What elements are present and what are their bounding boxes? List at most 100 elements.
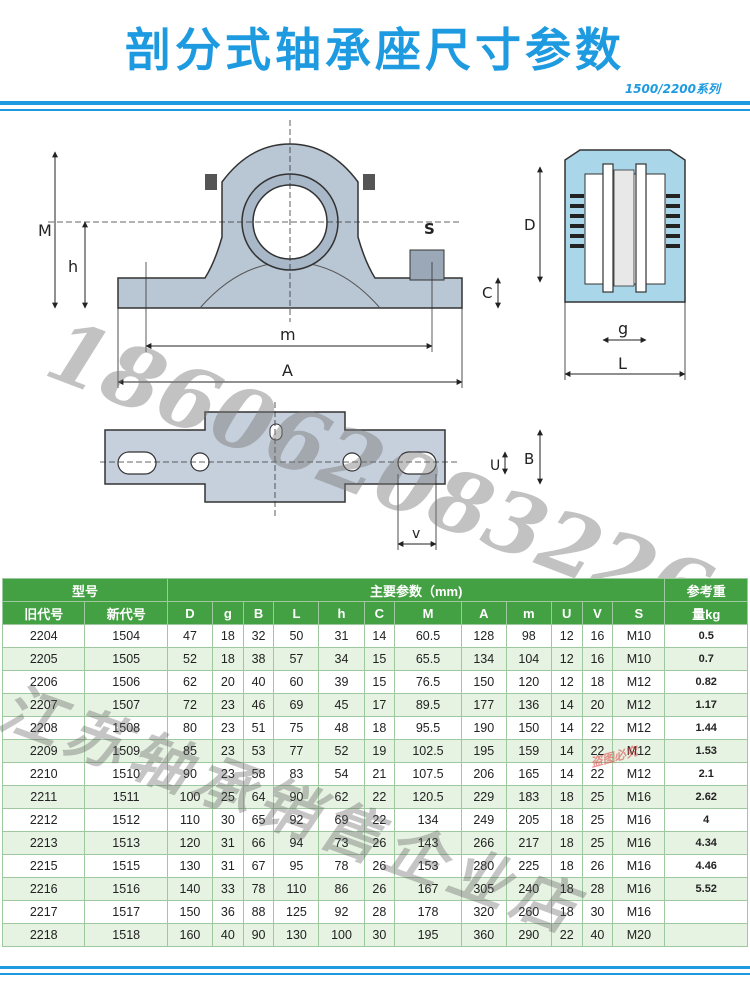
table-cell: 60.5 [394,624,462,648]
table-cell: 136 [505,693,552,717]
table-cell: 12 [550,647,583,671]
table-cell: 31 [318,624,365,648]
table-cell: 1507 [84,693,168,717]
dim-label-M: M [38,221,52,240]
table-cell: 183 [505,785,552,809]
table-cell: 178 [394,900,462,924]
weight-cell: 0.5 [664,624,748,648]
table-cell: 39 [318,670,365,694]
table-cell: 77 [273,739,320,763]
table-cell: 95.5 [394,716,462,740]
table-cell: 65 [242,808,275,832]
dim-label-U: U [490,458,500,474]
table-cell: 130 [273,923,320,947]
table-cell: 1518 [84,923,168,947]
table-cell: 290 [505,923,552,947]
table-cell: 50 [273,624,320,648]
table-cell: 94 [273,831,320,855]
dim-label-L: L [618,354,627,373]
table-cell: 2206 [1,670,86,694]
weight-cell: 2.1 [664,762,748,786]
table-cell: 18 [550,900,583,924]
dim-label-m: m [280,325,296,344]
table-cell: 120 [166,831,213,855]
table-cell: 30 [363,923,396,947]
table-cell: 128 [460,624,507,648]
page-title: 剖分式轴承座尺寸参数 [125,23,625,77]
column-header: U [550,601,583,625]
table-cell: 64 [242,785,275,809]
table-cell: 12 [550,670,583,694]
table-cell: 18 [550,831,583,855]
table-cell: 33 [211,877,244,901]
table-cell: 23 [211,762,244,786]
dim-label-V: v [412,526,420,542]
table-cell: 21 [363,762,396,786]
table-cell: 16 [581,647,614,671]
table-cell: 34 [318,647,365,671]
table-cell: 15 [363,647,396,671]
table-cell: 18 [550,877,583,901]
table-cell: M16 [612,854,666,878]
table-cell: 18 [550,854,583,878]
table-cell: 229 [460,785,507,809]
table-cell: 110 [166,808,213,832]
table-cell: 1505 [84,647,168,671]
table-cell: M16 [612,785,666,809]
table-cell: 47 [166,624,213,648]
table-cell: 69 [318,808,365,832]
table-cell: 92 [318,900,365,924]
table-cell: 1513 [84,831,168,855]
table-cell: 26 [581,854,614,878]
table-cell: M12 [612,670,666,694]
table-cell: 85 [166,739,213,763]
table-cell: 195 [460,739,507,763]
table-cell: 48 [318,716,365,740]
column-header: g [211,601,244,625]
table-cell: 143 [394,831,462,855]
table-cell: M16 [612,808,666,832]
column-header: S [612,601,666,625]
column-header: A [460,601,507,625]
table-cell: 22 [581,716,614,740]
table-cell: 225 [505,854,552,878]
table-cell: 150 [505,716,552,740]
table-cell: 14 [550,762,583,786]
weight-cell: 0.82 [664,670,748,694]
table-cell: 62 [166,670,213,694]
table-cell: 14 [550,739,583,763]
column-header: D [166,601,213,625]
table-cell: 18 [211,624,244,648]
table-cell: 190 [460,716,507,740]
table-cell: 320 [460,900,507,924]
weight-cell: 4 [664,808,748,832]
table-cell: 2210 [1,762,86,786]
table-cell: 80 [166,716,213,740]
table-cell: 18 [550,785,583,809]
dim-label-A: A [282,361,293,380]
table-cell: 52 [318,739,365,763]
weight-cell: 4.34 [664,831,748,855]
table-cell: 266 [460,831,507,855]
table-cell: 2213 [1,831,86,855]
table-cell: 2204 [1,624,86,648]
table-cell: 140 [166,877,213,901]
table-cell: 14 [550,693,583,717]
table-cell: M16 [612,831,666,855]
weight-cell: 0.7 [664,647,748,671]
table-cell: 98 [505,624,552,648]
table-cell: 60 [273,670,320,694]
table-cell: 150 [460,670,507,694]
table-cell: M12 [612,693,666,717]
table-cell: 32 [242,624,275,648]
table-cell: M12 [612,762,666,786]
table-cell: 53 [242,739,275,763]
